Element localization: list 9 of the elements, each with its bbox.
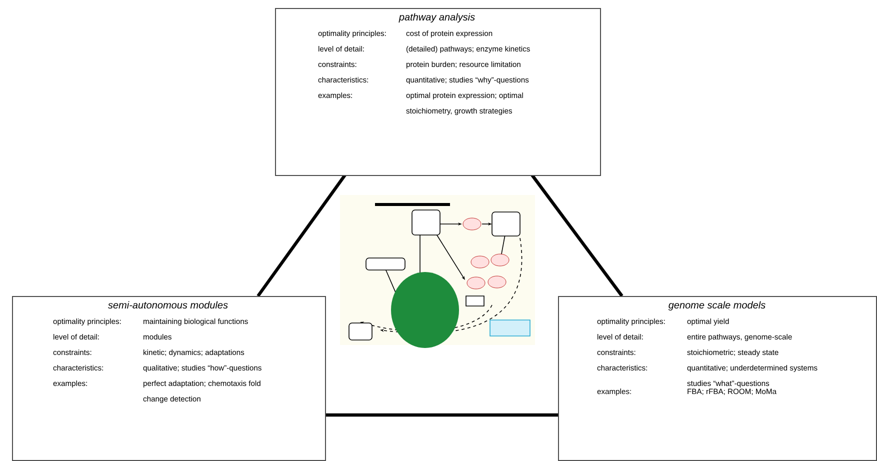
connector-line (256, 174, 346, 297)
box-heading: genome scale models (668, 301, 766, 311)
summary-box (12, 296, 326, 461)
summary-box (558, 296, 877, 461)
summary-box (275, 8, 601, 176)
connector-line (530, 174, 624, 297)
box-heading: pathway analysis (398, 13, 475, 23)
box-heading: semi-autonomous modules (108, 301, 228, 309)
connector-line (325, 413, 558, 417)
